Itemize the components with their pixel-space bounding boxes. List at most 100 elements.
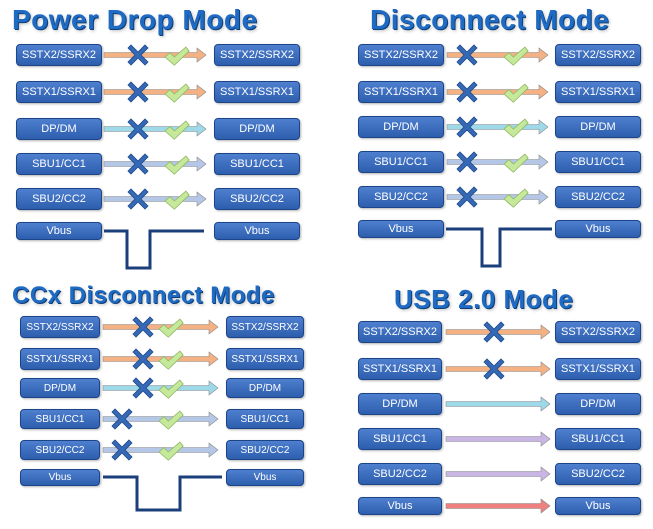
check-mark-icon <box>503 188 529 208</box>
left-box-sstx2: SSTX2/SSRX2 <box>16 44 102 66</box>
cross-mark-icon <box>483 358 505 380</box>
left-box-sstx1: SSTX1/SSRX1 <box>358 81 444 103</box>
right-box-sstx2: SSTX2/SSRX2 <box>555 44 641 66</box>
cross-mark-icon <box>456 186 478 208</box>
panel-title-power-drop: Power Drop Mode <box>12 4 258 35</box>
right-box-sbu1: SBU1/CC1 <box>555 151 641 173</box>
left-box-sbu2: SBU2/CC2 <box>16 188 102 210</box>
right-box-sbu2: SBU2/CC2 <box>226 440 304 460</box>
left-box-vbus: Vbus <box>16 222 102 240</box>
check-mark-icon <box>503 153 529 173</box>
left-box-sstx1: SSTX1/SSRX1 <box>358 358 442 380</box>
right-box-dp-dm: DP/DM <box>214 118 300 140</box>
left-box-sbu1: SBU1/CC1 <box>16 153 102 175</box>
cross-mark-icon <box>111 439 133 461</box>
check-mark-icon <box>164 155 190 175</box>
check-mark-icon <box>158 350 184 370</box>
right-box-sstx2: SSTX2/SSRX2 <box>214 44 300 66</box>
cross-mark-icon <box>127 188 149 210</box>
cross-mark-icon <box>456 44 478 66</box>
left-box-sbu1: SBU1/CC1 <box>358 151 444 173</box>
left-box-dp-dm: DP/DM <box>20 378 100 398</box>
check-mark-icon <box>164 120 190 140</box>
signal-arrow-0-2 <box>103 121 207 137</box>
signal-arrow-2-1 <box>102 351 219 367</box>
left-box-sstx2: SSTX2/SSRX2 <box>358 321 442 343</box>
left-box-sstx2: SSTX2/SSRX2 <box>20 316 100 338</box>
left-box-vbus: Vbus <box>358 220 444 238</box>
right-box-sbu2: SBU2/CC2 <box>555 463 641 485</box>
right-box-dp-dm: DP/DM <box>555 116 641 138</box>
right-box-sstx2: SSTX2/SSRX2 <box>226 316 304 338</box>
cross-mark-icon <box>127 81 149 103</box>
right-box-dp-dm: DP/DM <box>555 393 641 415</box>
check-mark-icon <box>158 318 184 338</box>
check-mark-icon <box>503 83 529 103</box>
signal-arrow-3-1 <box>445 361 551 377</box>
cross-mark-icon <box>127 153 149 175</box>
left-box-dp-dm: DP/DM <box>358 393 442 415</box>
check-mark-icon <box>164 190 190 210</box>
signal-arrow-3-0 <box>445 324 551 340</box>
right-box-sstx1: SSTX1/SSRX1 <box>214 81 300 103</box>
right-box-vbus: Vbus <box>214 222 300 240</box>
cross-mark-icon <box>127 118 149 140</box>
panel-title-usb2: USB 2.0 Mode <box>394 284 574 314</box>
signal-arrow-0-0 <box>103 47 207 63</box>
cross-mark-icon <box>111 408 133 430</box>
signal-arrow-2-0 <box>102 319 219 335</box>
cross-mark-icon <box>456 116 478 138</box>
vbus-waveform-0 <box>104 229 204 270</box>
check-mark-icon <box>164 46 190 66</box>
cross-mark-icon <box>483 321 505 343</box>
panel-title-ccx-disconnect: CCx Disconnect Mode <box>12 282 275 309</box>
left-box-sstx2: SSTX2/SSRX2 <box>358 44 444 66</box>
right-box-sbu1: SBU1/CC1 <box>226 409 304 429</box>
vbus-arrow-3 <box>445 498 551 514</box>
cross-mark-icon <box>132 377 154 399</box>
left-box-sstx1: SSTX1/SSRX1 <box>16 81 102 103</box>
right-box-vbus: Vbus <box>226 469 304 486</box>
left-box-vbus: Vbus <box>20 469 100 486</box>
cross-mark-icon <box>456 151 478 173</box>
right-box-sbu1: SBU1/CC1 <box>214 153 300 175</box>
left-box-sbu1: SBU1/CC1 <box>358 428 442 450</box>
cross-mark-icon <box>132 316 154 338</box>
signal-arrow-0-3 <box>103 156 207 172</box>
right-box-vbus: Vbus <box>555 497 641 515</box>
signal-arrow-3-2 <box>445 396 551 412</box>
check-mark-icon <box>158 379 184 399</box>
left-box-vbus: Vbus <box>358 497 442 515</box>
vbus-waveform-2 <box>103 475 222 512</box>
left-box-dp-dm: DP/DM <box>358 116 444 138</box>
signal-arrow-0-4 <box>103 191 207 207</box>
right-box-dp-dm: DP/DM <box>226 378 304 398</box>
right-box-sstx1: SSTX1/SSRX1 <box>226 348 304 370</box>
check-mark-icon <box>503 118 529 138</box>
left-box-sbu1: SBU1/CC1 <box>20 409 100 429</box>
left-box-sbu2: SBU2/CC2 <box>20 440 100 460</box>
left-box-sbu2: SBU2/CC2 <box>358 463 442 485</box>
panel-title-disconnect: Disconnect Mode <box>370 4 610 35</box>
right-box-sbu2: SBU2/CC2 <box>214 188 300 210</box>
signal-arrow-0-1 <box>103 84 207 100</box>
vbus-waveform-1 <box>446 227 552 268</box>
right-box-sstx2: SSTX2/SSRX2 <box>555 321 641 343</box>
right-box-sbu1: SBU1/CC1 <box>555 428 641 450</box>
left-box-sstx1: SSTX1/SSRX1 <box>20 348 100 370</box>
right-box-sbu2: SBU2/CC2 <box>555 186 641 208</box>
check-mark-icon <box>158 410 184 430</box>
signal-arrow-2-2 <box>102 380 219 396</box>
cross-mark-icon <box>456 81 478 103</box>
check-mark-icon <box>503 46 529 66</box>
left-box-dp-dm: DP/DM <box>16 118 102 140</box>
check-mark-icon <box>158 441 184 461</box>
right-box-sstx1: SSTX1/SSRX1 <box>555 81 641 103</box>
cross-mark-icon <box>127 44 149 66</box>
signal-arrow-3-3 <box>445 431 551 447</box>
signal-arrow-3-4 <box>445 466 551 482</box>
left-box-sbu2: SBU2/CC2 <box>358 186 444 208</box>
cross-mark-icon <box>132 348 154 370</box>
check-mark-icon <box>164 83 190 103</box>
